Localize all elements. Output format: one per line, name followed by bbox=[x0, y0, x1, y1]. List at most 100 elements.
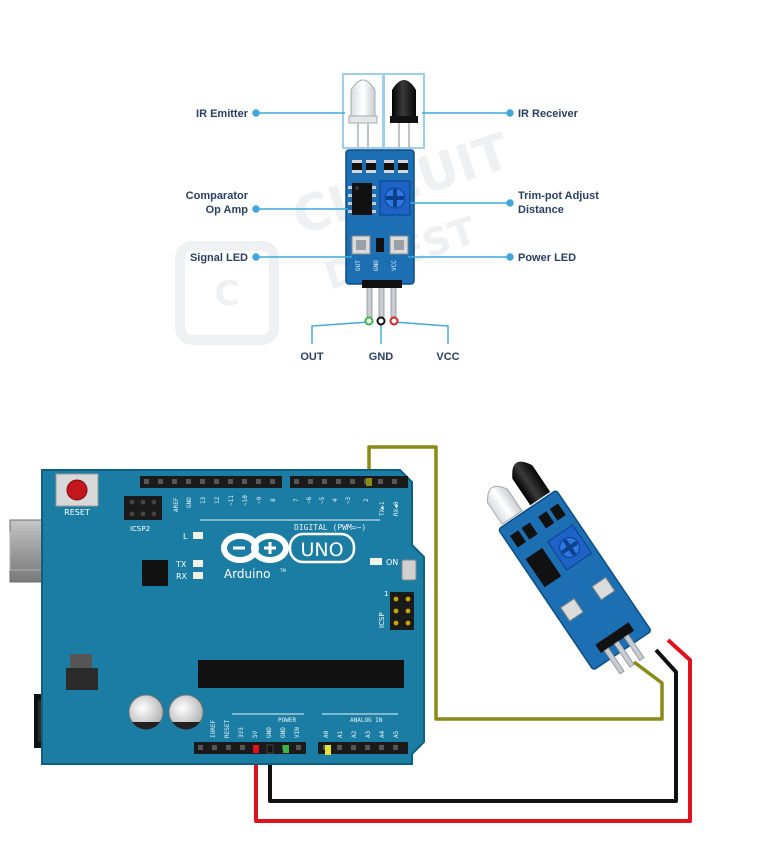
ir-sensor-module-top: OUT GND VCC bbox=[345, 149, 415, 318]
header-pin bbox=[379, 745, 384, 750]
header-pin bbox=[296, 745, 301, 750]
power-led bbox=[389, 235, 409, 255]
module-silk-out: OUT bbox=[355, 260, 362, 271]
icsp-header bbox=[390, 592, 414, 630]
ir-receiver-led bbox=[383, 73, 425, 149]
model-label: UNO bbox=[300, 539, 343, 561]
header-pin bbox=[294, 479, 299, 484]
pin-gnd2-marker bbox=[283, 745, 289, 753]
pin-label-reset: RESET bbox=[224, 720, 231, 738]
label-power-led: Power LED bbox=[518, 252, 576, 264]
pin-out-marker bbox=[364, 316, 374, 326]
header-pin bbox=[350, 479, 355, 484]
pin-d2-plug bbox=[366, 478, 372, 486]
icsp2-header bbox=[124, 496, 162, 520]
on-led bbox=[370, 558, 382, 565]
header-pin bbox=[226, 745, 231, 750]
svg-text:C: C bbox=[215, 274, 240, 314]
pin-label-gnd2: GND bbox=[280, 727, 287, 738]
power-header bbox=[194, 742, 306, 754]
pin-label-vin: VIN bbox=[294, 727, 301, 738]
pin-label-tx1: TX▶1 bbox=[379, 501, 386, 516]
pin-label-5v: 5V bbox=[252, 730, 259, 738]
pin-gnd-plug bbox=[266, 744, 274, 754]
tm-label: TM bbox=[279, 568, 286, 573]
pin-label-a0: A0 bbox=[323, 730, 330, 738]
pin-label-d8: 8 bbox=[270, 498, 277, 502]
gnd-wire bbox=[268, 648, 678, 803]
pin-vcc-marker bbox=[389, 316, 399, 326]
signal-led bbox=[351, 235, 371, 255]
sensor-pinout-figure: C CIRCUIT DIGEST bbox=[175, 73, 599, 363]
header-pin bbox=[392, 479, 397, 484]
header-pin bbox=[365, 745, 370, 750]
header-pin bbox=[212, 745, 217, 750]
pin-label-d13: 13 bbox=[200, 496, 207, 504]
pin-label-aref: AREF bbox=[173, 497, 180, 512]
pin-label-d3: ~3 bbox=[345, 496, 352, 504]
icsp-label: ICSP bbox=[378, 612, 386, 628]
pin-label-rx0: RX◀0 bbox=[393, 501, 400, 516]
pin-label-a2: A2 bbox=[351, 730, 358, 738]
pin-label-3v3: 3V3 bbox=[238, 727, 245, 738]
header-pin bbox=[378, 479, 383, 484]
digital-label: DIGITAL (PWM=~) bbox=[294, 523, 366, 532]
trimpot bbox=[379, 180, 411, 216]
ir-emitter-led bbox=[342, 73, 384, 149]
pin-5v-plug bbox=[253, 745, 259, 753]
pin-label-d4: 4 bbox=[332, 498, 339, 502]
label-ir-emitter: IR Emitter bbox=[196, 108, 249, 120]
pin-label-a3: A3 bbox=[365, 730, 372, 738]
pin-label-d10: ~10 bbox=[242, 495, 249, 506]
callout-lines bbox=[252, 109, 514, 344]
label-comparator-line2: Op Amp bbox=[206, 204, 249, 216]
header-pin bbox=[336, 479, 341, 484]
label-vcc: VCC bbox=[436, 351, 459, 363]
vcc-wire bbox=[254, 638, 692, 823]
power-label: POWER bbox=[278, 717, 296, 724]
pin-a0-marker bbox=[325, 745, 331, 755]
header-pin bbox=[240, 745, 245, 750]
pin-label-d5: ~5 bbox=[319, 496, 326, 504]
header-pin bbox=[200, 479, 205, 484]
microcontroller bbox=[198, 660, 404, 688]
header-pin bbox=[158, 479, 163, 484]
header-pin bbox=[256, 479, 261, 484]
brand-label: Arduino bbox=[224, 567, 270, 581]
pin-label-d2: 2 bbox=[363, 498, 370, 502]
header-pin bbox=[337, 745, 342, 750]
header-pin bbox=[214, 479, 219, 484]
onboard-leds bbox=[193, 532, 203, 579]
module-silk-gnd: GND bbox=[373, 260, 380, 271]
pin-gnd-marker bbox=[376, 316, 386, 326]
signal-wire bbox=[367, 445, 664, 721]
pin-label-gnd-top: GND bbox=[186, 497, 193, 508]
analog-pin-labels: A0 A1 A2 A3 A4 A5 bbox=[323, 730, 400, 738]
header-pin bbox=[172, 479, 177, 484]
led-rx-label: RX bbox=[176, 572, 188, 581]
analog-in-label: ANALOG IN bbox=[350, 717, 383, 724]
pin-label-d6: ~6 bbox=[306, 496, 313, 504]
reset-button[interactable] bbox=[55, 473, 99, 507]
header-pin bbox=[228, 479, 233, 484]
usb-chip bbox=[142, 560, 168, 586]
pin-label-a4: A4 bbox=[379, 730, 386, 738]
pin-label-a1: A1 bbox=[337, 730, 344, 738]
icsp-pin1-label: 1 bbox=[384, 590, 388, 598]
pin-label-d9: ~9 bbox=[256, 496, 263, 504]
comparator-ic bbox=[348, 183, 376, 215]
header-pin bbox=[198, 745, 203, 750]
label-ir-receiver: IR Receiver bbox=[518, 108, 579, 120]
trimpot-wired bbox=[547, 524, 593, 571]
pin-label-a5: A5 bbox=[393, 730, 400, 738]
header-pin bbox=[242, 479, 247, 484]
pin-label-d12: 12 bbox=[214, 496, 221, 504]
label-out: OUT bbox=[300, 351, 324, 363]
on-label: ON bbox=[386, 558, 398, 567]
arduino-wiring-figure: RESET ICSP2 AREF GND 13 12 ~11 ~10 ~9 8 … bbox=[9, 445, 692, 823]
header-pin bbox=[322, 479, 327, 484]
pin-label-gnd1: GND bbox=[266, 727, 273, 738]
led-tx-label: TX bbox=[175, 560, 187, 569]
header-pin bbox=[351, 745, 356, 750]
